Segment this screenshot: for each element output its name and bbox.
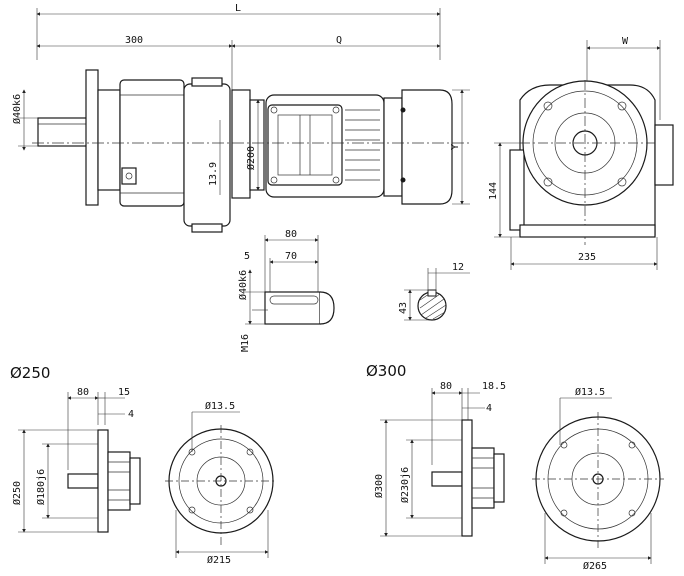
flange-300-dim-80: 80 (440, 381, 452, 392)
flange-250-plate (97, 429, 109, 533)
dim-label-L: L (235, 3, 241, 14)
dim-label-235: 235 (578, 252, 596, 263)
flange-300-dim-spigot: Ø230j6 (399, 467, 411, 503)
fan-cover (401, 89, 453, 205)
shaft-end (264, 291, 321, 325)
flange-300-detail: Ø300 80 18.5 4 Ø300 Ø230j6 (366, 362, 664, 572)
shaft-dim-dia: Ø40k6 (237, 270, 249, 300)
shaft-detail: 80 5 70 Ø40k6 M16 (237, 229, 335, 352)
shaft-dim-thread: M16 (240, 334, 251, 352)
flange-300-heading: Ø300 (366, 362, 406, 380)
main-elevation-view: L 300 Q Ø40k6 13.9 Ø20 (11, 3, 470, 233)
flange-300-dim-18-5: 18.5 (482, 381, 506, 392)
shaft-dim-5: 5 (244, 251, 250, 262)
shaft-dim-70: 70 (285, 251, 297, 262)
key-section: 12 43 (398, 262, 470, 321)
flange-250-dim-4: 4 (128, 409, 134, 420)
dim-label-flange-dia: Ø200 (245, 146, 257, 170)
terminal-box (267, 104, 343, 186)
flange-300-dim-hole: Ø13.5 (575, 386, 605, 398)
flange-300-shaft (431, 471, 463, 487)
output-flange (85, 69, 99, 206)
flange-250-dim-15: 15 (118, 387, 130, 398)
flange-250-dim-80: 80 (77, 387, 89, 398)
key-dim-12: 12 (452, 262, 464, 273)
flange-250-dim-pcd: Ø215 (207, 554, 231, 566)
dim-label-Q: Q (336, 35, 342, 46)
flange-300-dim-outer: Ø300 (373, 474, 385, 498)
dim-label-300: 300 (125, 35, 143, 46)
dim-label-13-9: 13.9 (208, 162, 219, 186)
flange-250-heading: Ø250 (10, 364, 50, 382)
flange-300-plate (461, 419, 473, 537)
flange-250-dim-outer: Ø250 (11, 481, 23, 505)
dim-label-shaft-dia: Ø40k6 (11, 94, 23, 124)
output-shaft (37, 117, 89, 147)
dim-label-W: W (622, 36, 629, 47)
flange-250-dim-hole: Ø13.5 (205, 400, 235, 412)
flange-300-dim-pcd: Ø265 (583, 560, 607, 572)
flange-250-shaft (67, 473, 99, 489)
end-view: W 144 235 (488, 36, 674, 270)
flange-300-dim-4: 4 (486, 403, 492, 414)
shaft-dim-80: 80 (285, 229, 297, 240)
motor-adaptor (231, 89, 251, 199)
flange-250-detail: Ø250 80 15 4 Ø250 Ø180j6 (10, 364, 277, 566)
flange-250-dim-spigot: Ø180j6 (35, 469, 47, 505)
dim-label-144: 144 (488, 182, 499, 200)
intermediate-housing (183, 83, 231, 227)
dim-label-Y: Y (450, 144, 461, 150)
fan-cover-ring (383, 97, 403, 197)
key-dim-43: 43 (398, 302, 409, 314)
